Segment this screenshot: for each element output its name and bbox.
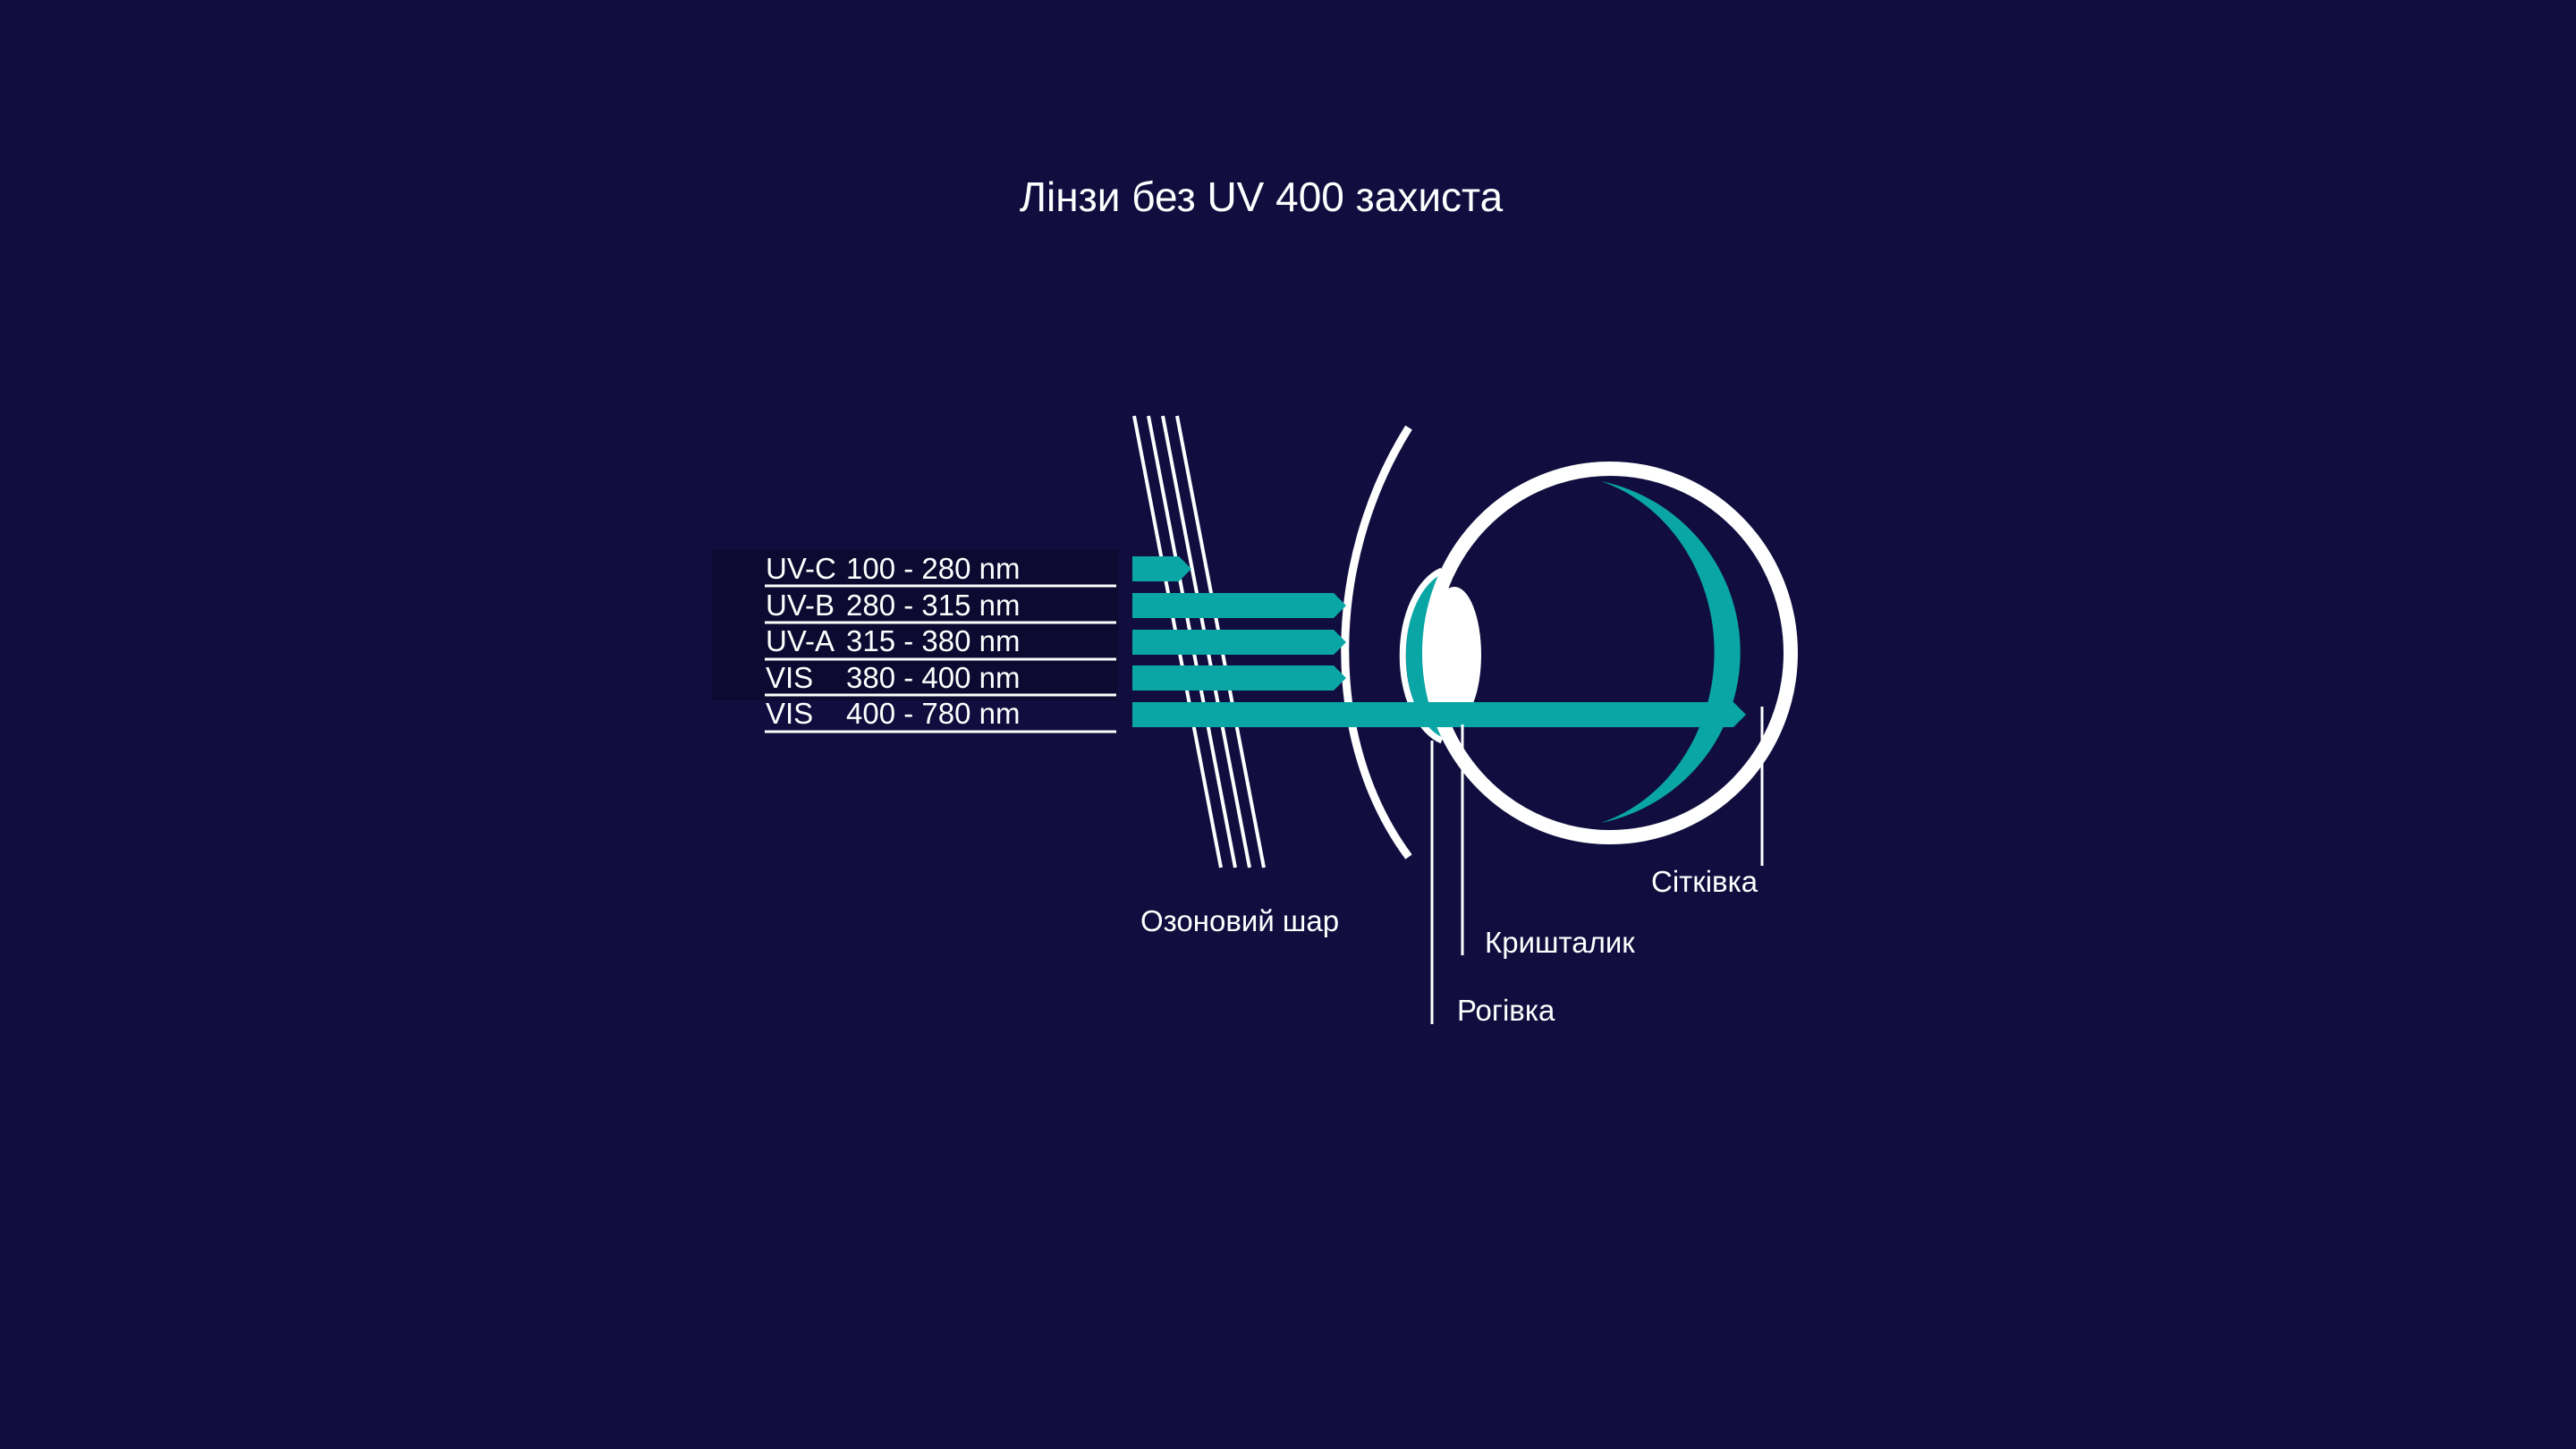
band-label-uvb: UV-B 280 - 315 nm (766, 588, 1020, 623)
band-range: 100 - 280 nm (846, 552, 1021, 585)
band-name: VIS (766, 697, 814, 730)
ray-5 (1132, 702, 1746, 727)
uv-rays (1132, 556, 1746, 727)
eye (1341, 425, 1798, 860)
band-label-uva: UV-A 315 - 380 nm (766, 623, 1020, 659)
ray-4 (1132, 665, 1346, 691)
ray-2 (1132, 593, 1346, 618)
band-label-panel (712, 550, 1118, 700)
band-range: 380 - 400 nm (846, 661, 1021, 694)
leader-lines (1430, 707, 1764, 1024)
band-name: UV-A (766, 624, 835, 657)
label-ozone-layer: Озоновий шар (1140, 904, 1340, 937)
page-title: Лінзи без UV 400 захиста (1019, 174, 1504, 220)
crystalline-lens (1428, 587, 1481, 723)
label-retina: Сітківка (1651, 865, 1758, 898)
band-label-uvc: UV-C 100 - 280 nm (766, 551, 1020, 587)
band-label-vis-380: VIS 380 - 400 nm (766, 660, 1020, 696)
glasses-lens-arc (1341, 425, 1412, 860)
ray-3 (1132, 630, 1346, 655)
band-range: 280 - 315 nm (846, 589, 1021, 622)
band-name: UV-C (766, 552, 836, 585)
ray-1 (1132, 556, 1191, 581)
band-separators (765, 584, 1116, 733)
retina-layer (1601, 481, 1741, 823)
label-lens: Кришталик (1485, 926, 1635, 959)
band-name: VIS (766, 661, 814, 694)
band-label-vis-400: VIS 400 - 780 nm (766, 696, 1020, 732)
band-range: 400 - 780 nm (846, 697, 1021, 730)
band-name: UV-B (766, 589, 835, 622)
label-cornea: Рогівка (1457, 994, 1555, 1027)
band-range: 315 - 380 nm (846, 624, 1021, 657)
